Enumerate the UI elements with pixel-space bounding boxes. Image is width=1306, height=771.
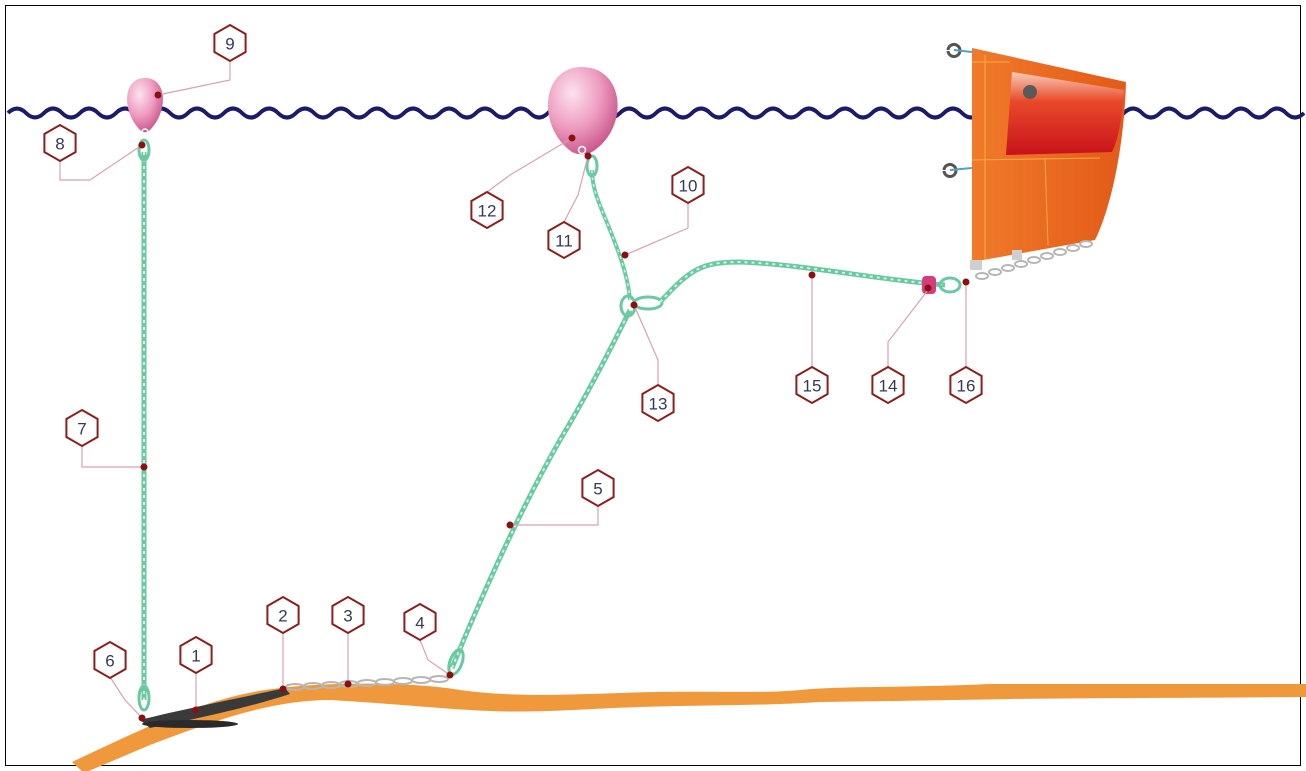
callout-number: 16 <box>957 377 976 396</box>
anchor <box>140 688 290 728</box>
cleat-icon <box>946 43 973 58</box>
callout-hexagon <box>213 23 247 63</box>
callout-hexagon <box>93 640 127 680</box>
callout-12: 12 <box>470 190 504 230</box>
callout-14: 14 <box>871 365 905 405</box>
mooring-buoy <box>547 67 618 155</box>
pickup-buoy <box>127 78 163 136</box>
callout-5: 5 <box>581 468 615 508</box>
leader-7 <box>81 444 144 468</box>
callout-number: 5 <box>593 480 602 499</box>
callout-hexagon <box>179 635 213 675</box>
leader-11 <box>563 155 589 223</box>
callout-7: 7 <box>65 408 99 448</box>
callout-9: 9 <box>213 23 247 63</box>
callout-number: 15 <box>803 377 822 396</box>
leader-13 <box>633 304 659 386</box>
callout-number: 9 <box>225 35 234 54</box>
dot-8 <box>138 141 146 149</box>
dot-15 <box>808 271 816 279</box>
callout-3: 3 <box>331 595 365 635</box>
pickup-rope <box>137 138 151 712</box>
callout-hexagon <box>871 365 905 405</box>
diagram-frame <box>5 5 1301 766</box>
mooring-pendant <box>658 259 962 304</box>
callout-hexagon <box>403 602 437 642</box>
callout-hexagon <box>581 468 615 508</box>
dot-3 <box>344 680 352 688</box>
callout-number: 12 <box>478 202 497 221</box>
vessel <box>942 43 1126 280</box>
dot-6 <box>138 714 146 722</box>
callout-number: 7 <box>77 420 86 439</box>
leader-9 <box>157 60 231 96</box>
callout-number: 8 <box>55 135 64 154</box>
callout-2: 2 <box>266 595 300 635</box>
buoy-pendant <box>585 154 632 301</box>
dot-9 <box>154 91 162 99</box>
callout-number: 4 <box>415 614 424 633</box>
callout-hexagon <box>43 123 77 163</box>
callout-number: 1 <box>191 647 200 666</box>
callout-hexagon <box>547 220 581 260</box>
callout-hexagon <box>671 165 705 205</box>
dot-4 <box>446 671 454 679</box>
leader-12 <box>486 137 573 193</box>
callout-4: 4 <box>403 602 437 642</box>
callout-hexagon <box>331 595 365 635</box>
leader-10 <box>624 202 689 256</box>
callout-number: 14 <box>879 377 898 396</box>
ground-chain <box>285 675 449 691</box>
seabed <box>72 683 1306 771</box>
callout-hexagon <box>470 190 504 230</box>
callout-11: 11 <box>547 220 581 260</box>
leader-6 <box>109 676 143 719</box>
callout-16: 16 <box>949 365 983 405</box>
callout-hexagon <box>641 383 675 423</box>
callout-hexagon <box>266 595 300 635</box>
target-dots <box>138 91 970 722</box>
callout-number: 3 <box>343 607 352 626</box>
callout-number: 11 <box>555 232 573 251</box>
callout-number: 10 <box>679 177 698 196</box>
callout-10: 10 <box>671 165 705 205</box>
callout-hexagon <box>65 408 99 448</box>
dot-7 <box>140 463 148 471</box>
dot-2 <box>279 685 287 693</box>
dot-11 <box>584 152 592 160</box>
leader-lines <box>59 60 967 719</box>
dot-5 <box>506 521 514 529</box>
dot-12 <box>568 134 576 142</box>
dot-14 <box>924 284 932 292</box>
callout-hexagon <box>795 365 829 405</box>
callout-6: 6 <box>93 640 127 680</box>
callout-number: 6 <box>105 652 114 671</box>
callout-8: 8 <box>43 123 77 163</box>
callout-1: 1 <box>179 635 213 675</box>
dot-10 <box>621 251 629 259</box>
callout-number: 13 <box>649 395 668 414</box>
callout-hexagon <box>949 365 983 405</box>
cleat-icon <box>942 163 973 178</box>
dot-13 <box>630 301 638 309</box>
leader-8 <box>59 144 143 181</box>
callout-number: 2 <box>278 607 287 626</box>
leader-14 <box>887 289 929 368</box>
callout-13: 13 <box>641 383 675 423</box>
leader-4 <box>419 639 451 676</box>
callout-15: 15 <box>795 365 829 405</box>
dot-1 <box>192 706 200 714</box>
leader-5 <box>510 505 599 526</box>
dot-16 <box>962 278 970 286</box>
